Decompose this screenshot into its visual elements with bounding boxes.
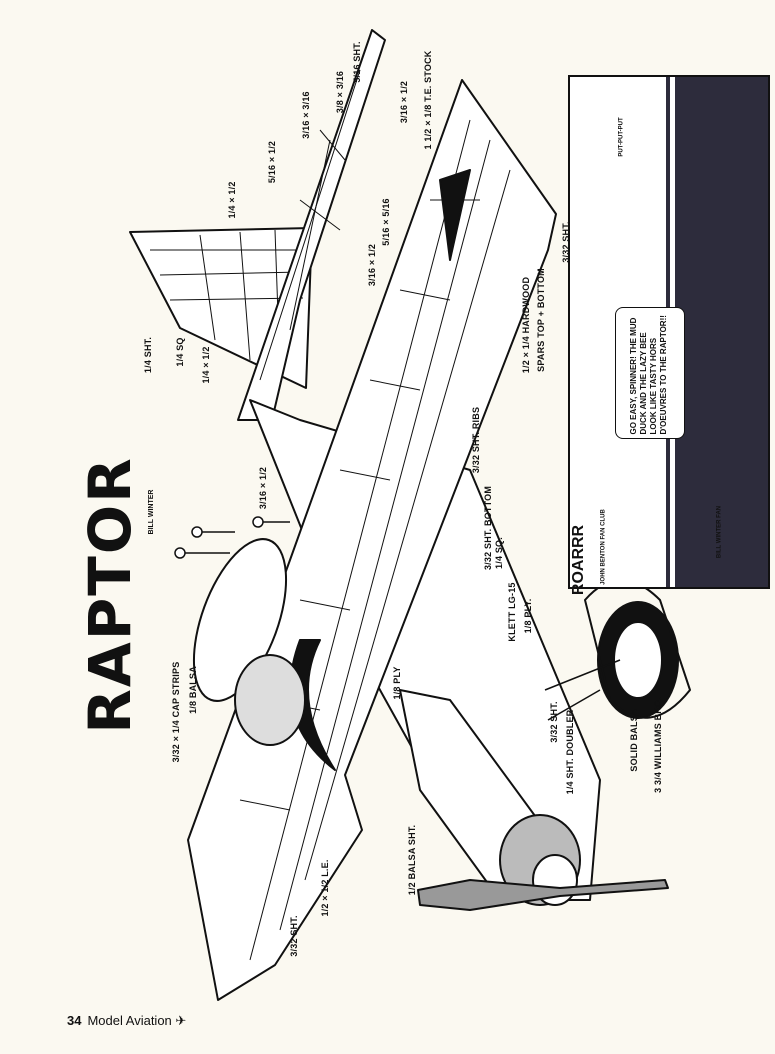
- magazine-name: Model Aviation: [87, 1013, 172, 1028]
- page-footer: 34 Model Aviation ✈: [67, 1013, 186, 1029]
- label-fuse-3-16x1-2: 3/16 × 1/2: [258, 466, 268, 510]
- label-solid-balsa: SOLID BALSA: [629, 708, 639, 772]
- label-fin-sheet: 1/4 SHT.: [143, 336, 153, 374]
- label-ribs: 3/32 SHT. RIBS: [471, 406, 481, 474]
- airplane-icon: ✈: [175, 1013, 187, 1028]
- label-cap-strips: 3/32 × 1/4 CAP STRIPS: [171, 661, 181, 763]
- label-wheel: 3 3/4 WILLIAMS BRO.: [653, 697, 663, 793]
- label-fin-1-4x1-2: 1/4 × 1/2: [201, 346, 211, 384]
- label-fin-1-4x1-2-top: 1/4 × 1/2: [227, 181, 237, 219]
- label-canopy-balsa: 1/8 BALSA: [188, 666, 198, 714]
- label-stab-3-16x3-16: 3/16 × 3/16: [301, 91, 311, 139]
- label-wing-3-16x1-2: 3/16 × 1/2: [367, 243, 377, 287]
- label-ply-1: 1/8 PLY.: [523, 598, 533, 634]
- label-fin-sq: 1/4 SQ: [175, 337, 185, 367]
- label-stab-5-16x1-2: 5/16 × 1/2: [267, 140, 277, 184]
- label-stab-tip-sheet: 5/16 SHT.: [352, 41, 362, 83]
- label-te-3-16x1-2: 3/16 × 1/2: [399, 80, 409, 124]
- label-cowl-sheet: 1/2 BALSA SHT.: [407, 824, 417, 896]
- label-stab-5-16x5-16: 5/16 × 5/16: [381, 198, 391, 246]
- label-bottom: 3/32 SHT. BOTTOM: [483, 485, 493, 571]
- label-te-stock: 1 1/2 × 1/8 T.E. STOCK: [423, 50, 433, 150]
- propeller: [417, 879, 669, 911]
- label-spars-2: SPARS TOP + BOTTOM: [536, 268, 546, 372]
- label-ply-2: 1/8 PLY: [392, 666, 402, 700]
- canopy-rear: [234, 654, 306, 746]
- article-byline: BILL WINTER: [148, 489, 155, 535]
- label-spars: 1/2 × 1/4 HARDWOOD: [521, 276, 531, 374]
- fan-sign-1: JOHN BENTON FAN CLUB: [600, 509, 607, 585]
- fan-sign-2: BILL WINTER FAN: [716, 505, 723, 559]
- label-wing-sheet: 3/32 SHT.: [289, 915, 299, 957]
- cartoon-panel: GO EASY, SPINNER! THE MUD DUCK AND THE L…: [568, 75, 770, 589]
- cartoon-runway: [675, 77, 768, 587]
- speech-bubble-text: GO EASY, SPINNER! THE MUD DUCK AND THE L…: [629, 315, 668, 435]
- article-title: RAPTOR: [76, 456, 144, 734]
- page-number: 34: [67, 1013, 82, 1028]
- label-sq: 1/4 SQ.: [494, 537, 504, 569]
- label-side-sheet: 3/32 SHT.: [549, 701, 559, 743]
- roar-text: ROARRR: [570, 524, 587, 596]
- label-le: 1/2 × 1/2 L.E.: [320, 859, 330, 917]
- engine-sound-text: PUT-PUT-PUT: [618, 117, 625, 157]
- label-doubler: 1/4 SHT. DOUBLER: [565, 709, 575, 795]
- label-gear: KLETT LG-15: [507, 582, 517, 642]
- speech-bubble: [615, 307, 685, 439]
- label-stab-3-8x3-16: 3/8 × 3/16: [335, 70, 345, 114]
